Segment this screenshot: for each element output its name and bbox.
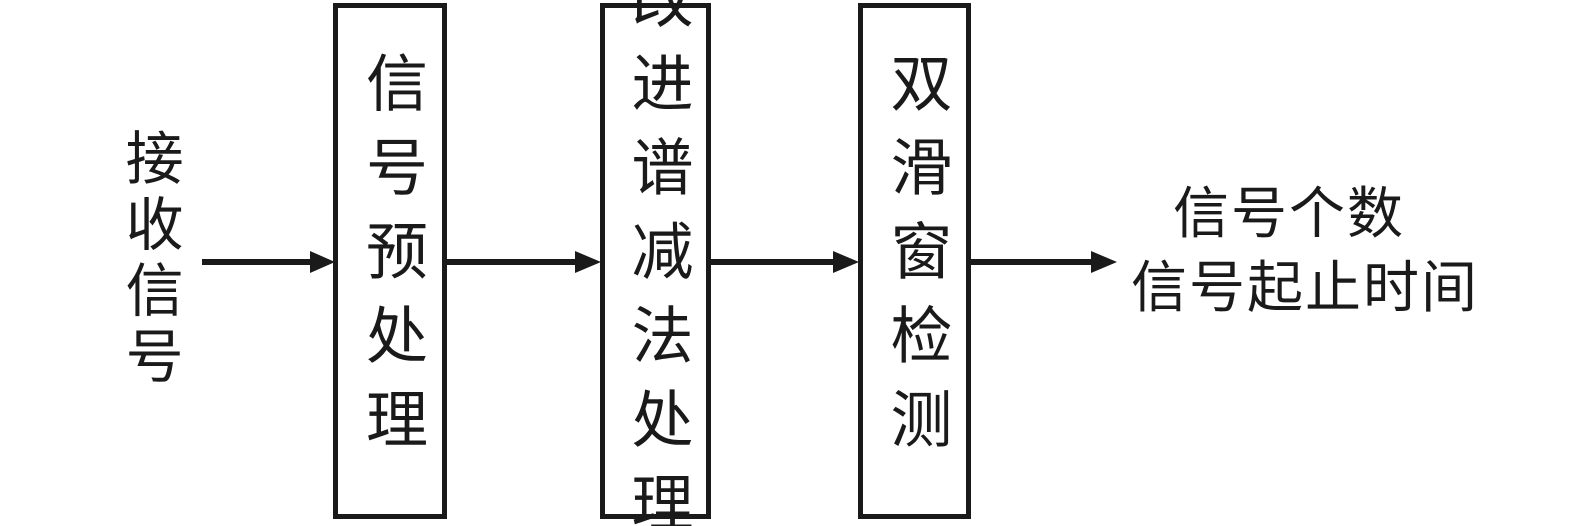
arrow-stage-1-to-stage-2 bbox=[447, 250, 601, 274]
process-box-stage-3[interactable]: 双滑窗检测 bbox=[858, 3, 971, 519]
process-box-stage-2[interactable]: 改进谱减法处理 bbox=[600, 0, 711, 526]
process-box-stage-2-label: 改进谱减法处理 bbox=[620, 0, 694, 526]
process-box-stage-3-label: 双滑窗检测 bbox=[879, 51, 953, 471]
arrow-stage-2-to-stage-3 bbox=[711, 250, 859, 274]
output-label: 信号个数 信号起止时间 bbox=[1131, 178, 1479, 326]
arrow-input-to-stage-1 bbox=[202, 250, 335, 274]
input-label: 接收信号 bbox=[115, 128, 184, 392]
process-box-stage-1-label: 信号预处理 bbox=[355, 51, 428, 471]
arrow-stage-3-to-output bbox=[971, 250, 1117, 274]
output-label-line-1: 信号个数 bbox=[1173, 182, 1405, 247]
output-label-line-2: 信号起止时间 bbox=[1131, 255, 1479, 321]
process-box-stage-1[interactable]: 信号预处理 bbox=[333, 3, 447, 519]
